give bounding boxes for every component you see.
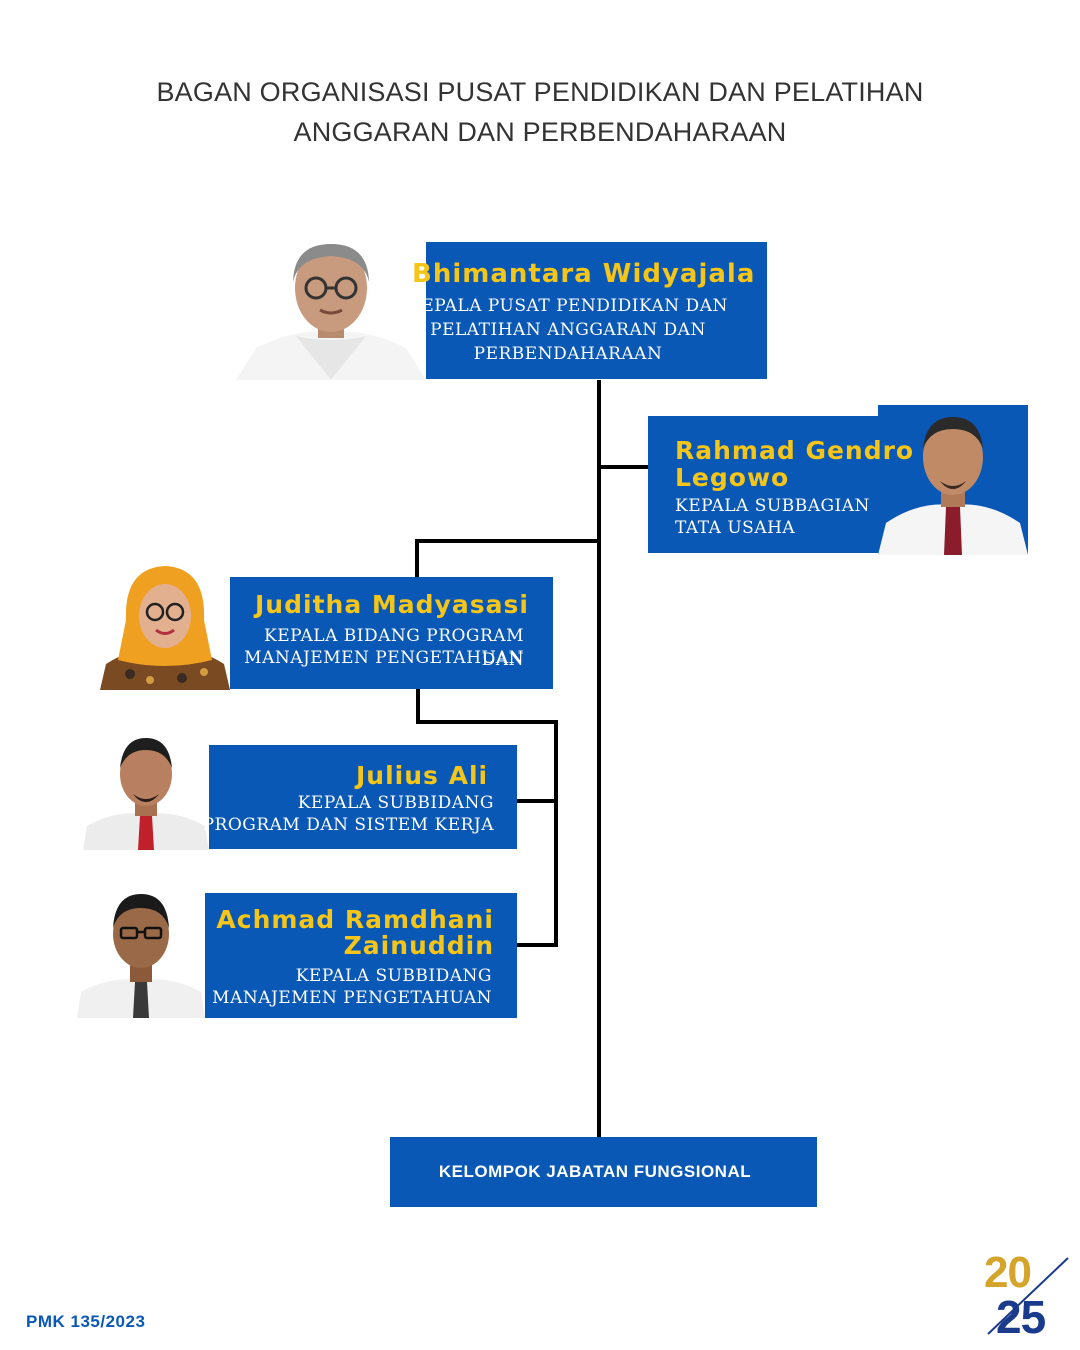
connector-program-branch <box>415 539 599 543</box>
functional-node-box <box>390 1137 817 1207</box>
connector-program-right <box>416 720 558 724</box>
head-role-line-3: PERBENDAHARAAN <box>473 344 663 364</box>
person-photo-icon <box>236 236 426 380</box>
sub2-role-line-1: KEPALA SUBBIDANG <box>295 966 492 986</box>
sub2-node-box <box>160 893 517 1018</box>
year-logo-slash-icon <box>987 1257 1069 1335</box>
program-role-line-2: MANAJEMEN PENGETAHUAN <box>244 648 524 668</box>
connector-sub-vertical <box>554 720 558 947</box>
head-role-line-1: KEPALA PUSAT PENDIDIKAN DAN <box>408 296 728 316</box>
year-logo-top: 20 <box>984 1248 1032 1297</box>
admin-name-line-2: Legowo <box>675 463 790 492</box>
year-logo-bottom: 25 <box>996 1291 1046 1343</box>
person-photo-icon <box>83 734 209 850</box>
connector-admin-branch <box>599 465 649 469</box>
program-name: Juditha Madyasasi <box>255 590 529 619</box>
sub2-name-line-2: Zainuddin <box>343 931 494 960</box>
sub2-role-line-2: MANAJEMEN PENGETAHUAN <box>212 988 492 1008</box>
program-role-line-1: KEPALA BIDANG PROGRAM DAN <box>264 626 524 670</box>
connector-program-drop <box>415 539 419 579</box>
sub2-name-line-1: Achmad Ramdhani <box>216 905 494 934</box>
page-title-line-1: BAGAN ORGANISASI PUSAT PENDIDIKAN DAN PE… <box>156 77 924 107</box>
person-photo-icon <box>878 405 1028 555</box>
head-name: Bhimantara Widyajala <box>412 259 756 289</box>
person-photo-icon <box>77 888 205 1018</box>
year-logo: 20 25 <box>984 1248 1074 1343</box>
connector-program-down <box>416 689 420 723</box>
admin-role-line-1: KEPALA SUBBAGIAN <box>675 496 870 516</box>
person-photo-icon <box>100 560 230 690</box>
connector-main-vertical <box>597 380 601 1137</box>
sub1-node-box <box>166 745 517 849</box>
admin-role-line-2: TATA USAHA <box>675 518 796 538</box>
connector-sub1-branch <box>517 799 558 803</box>
page-title-line-2: ANGGARAN DAN PERBENDAHARAAN <box>293 117 787 147</box>
regulation-reference: PMK 135/2023 <box>26 1312 146 1331</box>
program-node-box <box>178 577 553 689</box>
head-role-line-2: PELATIHAN ANGGARAN DAN <box>430 320 706 340</box>
sub1-name: Julius Ali <box>356 761 489 790</box>
sub1-role-line-2: PROGRAM DAN SISTEM KERJA <box>202 815 494 835</box>
functional-label: KELOMPOK JABATAN FUNGSIONAL <box>438 1162 752 1181</box>
sub1-role-line-1: KEPALA SUBBIDANG <box>297 793 494 813</box>
admin-name-line-1: Rahmad Gendro <box>675 436 915 465</box>
connector-sub2-branch <box>517 943 558 947</box>
